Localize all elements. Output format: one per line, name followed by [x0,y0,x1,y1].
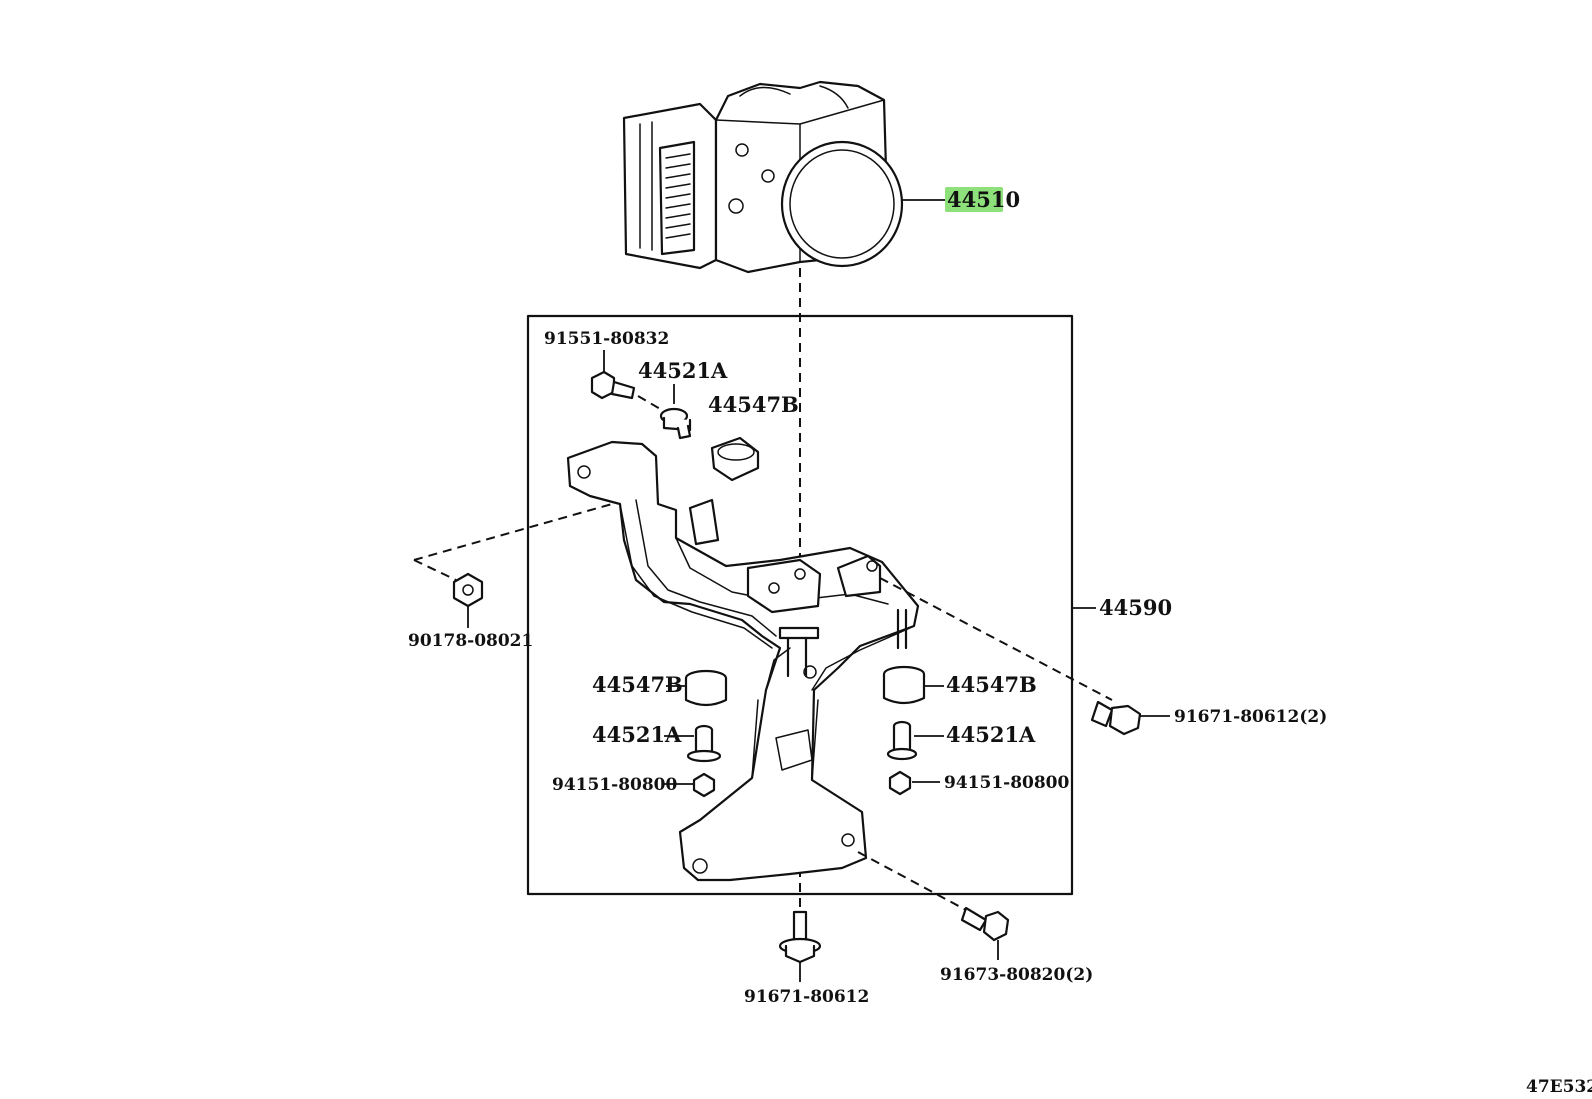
cushion-top-icon[interactable] [710,436,760,482]
part-label-cushion-right[interactable]: 44547B [946,672,1037,697]
cushion-left-icon[interactable] [684,669,728,707]
part-label-bolt-top[interactable]: 91551-80832 [544,329,669,349]
nut-small-left-icon[interactable] [692,772,716,798]
part-label-collar-left[interactable]: 44521A [592,722,682,747]
part-label-cushion-left[interactable]: 44547B [592,672,683,697]
part-label-nut-small-left[interactable]: 94151-80800 [552,775,678,795]
collar-top-icon[interactable] [659,407,692,440]
part-label-collar-right[interactable]: 44521A [946,722,1036,747]
part-label-bolt-right[interactable]: 91671-80612(2) [1174,707,1327,727]
bolt-top-icon[interactable] [590,370,636,400]
part-number-highlight [945,187,1003,212]
diagram-id: 47E532 [1526,1077,1592,1097]
collar-left-icon[interactable] [686,724,722,763]
part-label-collar-top[interactable]: 44521A [638,358,728,383]
part-label-nut-left[interactable]: 90178-08021 [408,631,533,651]
bolt-bottom-icon[interactable] [778,910,822,964]
collar-right-icon[interactable] [886,720,918,761]
part-label-actuator[interactable]: 44510 [947,187,1020,212]
bolt-right-icon[interactable] [1090,700,1142,736]
part-label-bolt-bottom[interactable]: 91671-80612 [744,987,869,1007]
part-label-bolt-bottom-right[interactable]: 91673-80820(2) [940,965,1093,985]
bracket-drawing[interactable] [566,440,920,882]
nut-left-icon[interactable] [452,572,484,608]
nut-small-right-icon[interactable] [888,770,912,796]
part-label-nut-small-right[interactable]: 94151-80800 [944,773,1070,793]
bracket-kit-frame [526,314,1074,896]
part-label-bracket[interactable]: 44590 [1099,595,1172,620]
cushion-right-icon[interactable] [882,665,926,705]
abs-actuator-drawing[interactable] [622,80,904,274]
bolt-bottom-right-icon[interactable] [960,906,1010,942]
part-label-cushion-top[interactable]: 44547B [708,392,799,417]
